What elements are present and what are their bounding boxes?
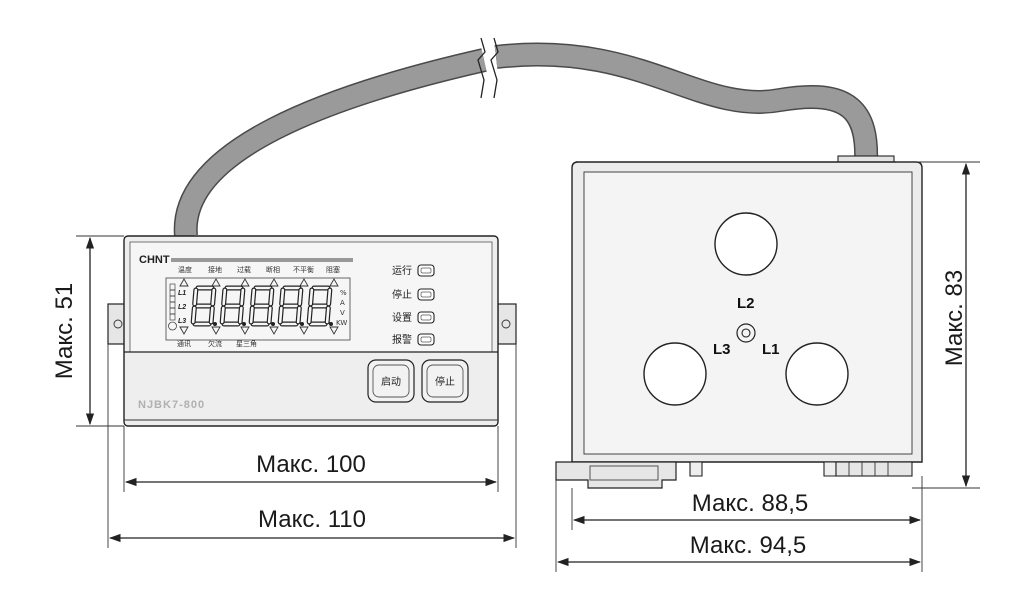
lcd-digit — [219, 285, 246, 327]
current-transformer: L2 L3 L1 — [555, 155, 923, 489]
indicator-led-setting — [417, 311, 435, 324]
label-star-delta: 星三角 — [236, 339, 257, 348]
dim-label-transformer-width-total: Макс. 94,5 — [690, 532, 806, 559]
cable-break-mark-right — [490, 37, 499, 99]
dim-label-transformer-height: Макс. 83 — [941, 270, 968, 366]
center-mark-inner — [741, 328, 751, 338]
brand-logo: CHNT — [139, 254, 170, 266]
stop-button-label: 停止 — [435, 375, 455, 388]
start-button-label: 启动 — [381, 375, 401, 388]
unit-ampere: A — [340, 299, 345, 307]
start-button[interactable]: 启动 — [367, 359, 415, 403]
indicator-label-stop: 停止 — [392, 288, 412, 301]
label-block: 阻塞 — [326, 265, 340, 274]
dim-label-module-height: Макс. 51 — [51, 283, 78, 379]
label-overload: 过载 — [237, 265, 251, 274]
label-undercurrent: 欠流 — [208, 339, 222, 348]
cable-break-mark-left — [477, 37, 486, 99]
label-phase-loss: 断相 — [266, 265, 280, 274]
lcd-digit — [248, 285, 275, 327]
label-temperature: 温度 — [178, 265, 192, 274]
din-clip-right — [835, 461, 913, 477]
label-unbalance: 不平衡 — [293, 265, 314, 274]
lcd-digit — [306, 285, 333, 327]
control-module: CHNT 温度 接地 过载 断相 不平衡 阻塞 L1 — [107, 235, 517, 427]
cable — [173, 37, 879, 238]
lcd-digit — [277, 285, 304, 327]
dim-label-module-width-body: Макс. 100 — [256, 451, 366, 478]
transformer-dimensions: Макс. 83 Макс. 88,5 Макс. 94,5 — [555, 161, 980, 572]
dim-label-module-width-total: Макс. 110 — [258, 506, 366, 533]
indicator-label-setting: 设置 — [392, 312, 412, 324]
indicator-label-alarm: 报警 — [392, 333, 412, 346]
brand-strip — [171, 258, 353, 262]
indicator-led-stop — [417, 288, 435, 301]
phase-hole-l1 — [785, 342, 849, 406]
temperature-bar — [168, 283, 177, 331]
center-mark-outer — [736, 323, 756, 343]
phase-label-l2: L2 — [737, 295, 755, 312]
bottom-triangles — [179, 326, 339, 335]
module-dimensions: Макс. 51 Макс. 100 Макс. 110 — [51, 235, 517, 548]
seven-segment-display — [190, 285, 333, 327]
lcd-phase-l1: L1 — [178, 290, 186, 297]
phase-label-l3: L3 — [713, 341, 731, 358]
phase-hole-l2 — [714, 212, 778, 276]
stop-button[interactable]: 停止 — [421, 359, 469, 403]
phase-hole-l3 — [643, 342, 707, 406]
lcd-window — [165, 277, 351, 341]
lcd-digit — [190, 285, 217, 327]
unit-percent: % — [340, 289, 347, 297]
label-ground: 接地 — [208, 265, 222, 274]
phase-label-l1: L1 — [762, 341, 780, 358]
unit-volt: V — [340, 309, 345, 317]
mounting-hole-left — [113, 319, 123, 329]
lcd-phase-l2: L2 — [178, 304, 186, 311]
model-label: NJBK7-800 — [138, 399, 205, 411]
dim-label-transformer-width-body: Макс. 88,5 — [692, 490, 808, 517]
din-clip-left — [555, 461, 677, 489]
lcd-phase-l3: L3 — [178, 318, 186, 325]
mounting-hole-right — [501, 319, 511, 329]
din-rail-slot — [676, 461, 837, 477]
top-labels: 温度 接地 过载 断相 不平衡 阻塞 — [178, 265, 340, 274]
indicator-label-run: 运行 — [392, 264, 412, 277]
top-triangles — [179, 278, 339, 287]
indicator-led-alarm — [417, 333, 435, 346]
label-comm: 通讯 — [177, 339, 191, 348]
mounting-ear-right — [497, 303, 517, 345]
indicator-panel: 运行 停止 设置 报警 — [392, 264, 435, 346]
indicator-led-run — [417, 264, 435, 277]
unit-kilowatt: KW — [336, 319, 347, 327]
